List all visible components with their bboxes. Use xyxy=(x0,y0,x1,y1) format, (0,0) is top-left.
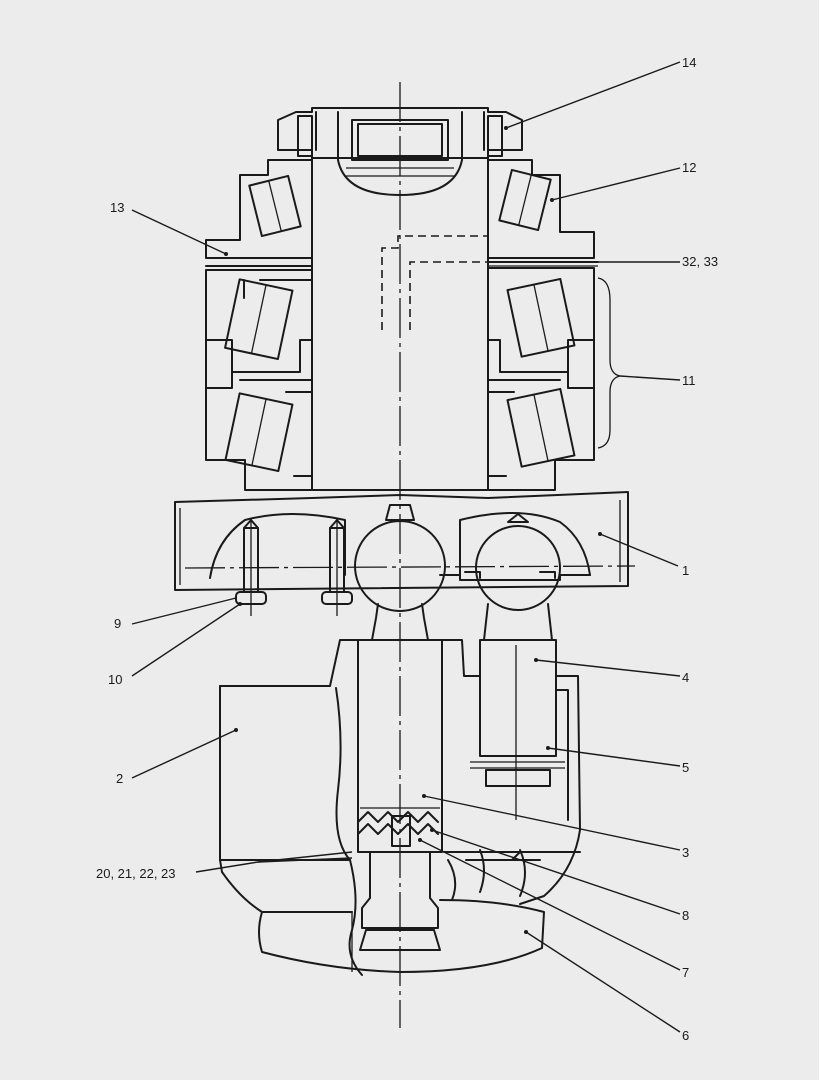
callout-12: 12 xyxy=(682,160,696,175)
piston-assembly xyxy=(354,504,565,951)
callout-3: 3 xyxy=(682,845,689,860)
swash-plate xyxy=(174,491,636,616)
callout-14: 14 xyxy=(682,55,696,70)
right-bearing-stack xyxy=(487,159,621,491)
callout-2: 2 xyxy=(116,771,123,786)
callout-1: 1 xyxy=(682,563,689,578)
callout-10: 10 xyxy=(108,672,122,687)
callout-20-21-22-23: 20, 21, 22, 23 xyxy=(96,866,176,881)
left-bearing-stack xyxy=(205,159,313,491)
leader-lines xyxy=(131,61,681,1033)
callout-6: 6 xyxy=(682,1028,689,1043)
callout-labels: 14 12 13 32, 33 11 1 9 10 4 2 5 3 20, 21… xyxy=(96,55,718,1043)
callout-8: 8 xyxy=(682,908,689,923)
callout-32-33: 32, 33 xyxy=(682,254,718,269)
callout-9: 9 xyxy=(114,616,121,631)
callout-5: 5 xyxy=(682,760,689,775)
callout-11: 11 xyxy=(682,373,696,388)
shaft-housing xyxy=(277,107,523,491)
callout-4: 4 xyxy=(682,670,689,685)
callout-13: 13 xyxy=(110,200,124,215)
callout-7: 7 xyxy=(682,965,689,980)
